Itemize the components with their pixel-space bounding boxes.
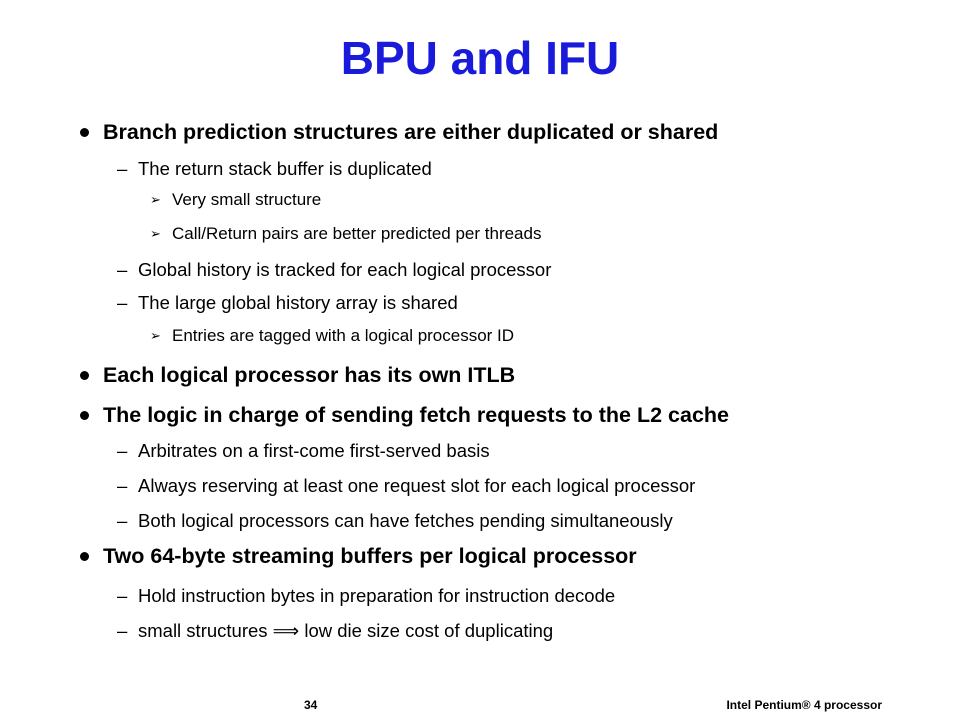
round-bullet-icon — [80, 411, 89, 420]
bullet-text: Each logical processor has its own ITLB — [103, 363, 516, 387]
sub-bullet-text: The return stack buffer is duplicated — [138, 158, 432, 179]
slide-title: BPU and IFU — [340, 32, 620, 84]
dash-bullet-icon: – — [117, 292, 128, 313]
dash-bullet-icon: – — [117, 510, 128, 531]
sub-bullet-text: Global history is tracked for each logic… — [138, 259, 552, 280]
dash-bullet-icon: – — [117, 440, 128, 461]
sub-bullet-text: Always reserving at least one request sl… — [138, 475, 696, 496]
arrow-bullet-icon: ➢ — [150, 328, 161, 343]
sub-sub-bullet-text: Very small structure — [172, 190, 322, 209]
round-bullet-icon — [80, 128, 89, 137]
arrow-bullet-icon: ➢ — [150, 192, 161, 207]
bullet-text: Two 64-byte streaming buffers per logica… — [103, 544, 637, 568]
sub-bullet-text: small structures ⟹ low die size cost of … — [138, 620, 554, 641]
page-number: 34 — [304, 698, 318, 712]
arrow-bullet-icon: ➢ — [150, 226, 161, 241]
bullet-text: Branch prediction structures are either … — [103, 120, 719, 144]
sub-sub-bullet-text: Call/Return pairs are better predicted p… — [172, 224, 542, 243]
sub-bullet-text: The large global history array is shared — [138, 292, 458, 313]
footer-product-name: Intel Pentium® 4 processor — [726, 698, 882, 712]
sub-bullet-text: Arbitrates on a first-come first-served … — [138, 440, 490, 461]
sub-bullet-text: Hold instruction bytes in preparation fo… — [138, 585, 616, 606]
dash-bullet-icon: – — [117, 158, 128, 179]
dash-bullet-icon: – — [117, 475, 128, 496]
sub-bullet-text: Both logical processors can have fetches… — [138, 510, 673, 531]
round-bullet-icon — [80, 552, 89, 561]
sub-sub-bullet-text: Entries are tagged with a logical proces… — [172, 326, 515, 345]
dash-bullet-icon: – — [117, 585, 128, 606]
bullet-text: The logic in charge of sending fetch req… — [103, 403, 730, 427]
dash-bullet-icon: – — [117, 259, 128, 280]
dash-bullet-icon: – — [117, 620, 128, 641]
round-bullet-icon — [80, 371, 89, 380]
